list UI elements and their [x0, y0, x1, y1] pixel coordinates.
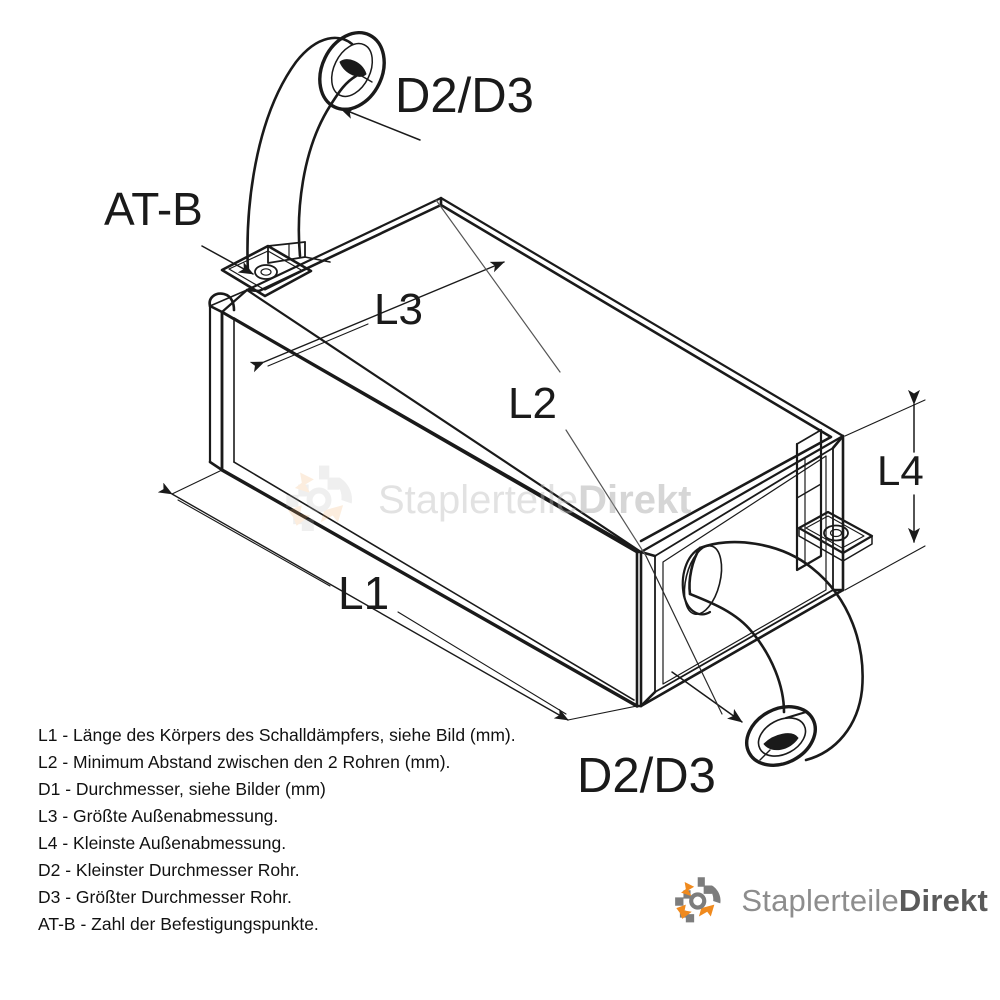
- label-at-b: AT-B: [104, 183, 203, 235]
- brand-name-light: Staplerteile: [741, 883, 899, 918]
- label-l4: L4: [877, 447, 924, 494]
- legend-line-at-b: AT-B - Zahl der Befestigungspunkte.: [38, 914, 319, 934]
- legend-line-l2: L2 - Minimum Abstand zwischen den 2 Rohr…: [38, 752, 451, 772]
- label-l1: L1: [338, 567, 390, 619]
- gear-arrows-icon: [675, 877, 721, 923]
- label-d2d3-top: D2/D3: [395, 69, 534, 123]
- label-l2: L2: [508, 379, 557, 428]
- legend-line-d1: D1 - Durchmesser, siehe Bilder (mm): [38, 779, 326, 799]
- mount-bracket-left: [220, 241, 331, 298]
- legend-line-l1: L1 - Länge des Körpers des Schalldämpfer…: [38, 725, 516, 745]
- dimension-l4: [844, 389, 926, 591]
- leader-l2: [435, 199, 723, 715]
- legend: L1 - Länge des Körpers des Schalldämpfer…: [38, 722, 598, 938]
- label-l3: L3: [374, 285, 423, 334]
- inlet-pipe: [246, 31, 386, 274]
- legend-line-l4: L4 - Kleinste Außenabmessung.: [38, 833, 287, 853]
- legend-line-d3: D3 - Größter Durchmesser Rohr.: [38, 887, 292, 907]
- outlet-pipe: [681, 540, 864, 767]
- mount-bracket-right: [795, 428, 874, 572]
- brand-logo: StaplerteileDirekt: [668, 862, 988, 940]
- brand-name: StaplerteileDirekt: [741, 883, 988, 919]
- legend-line-l3: L3 - Größte Außenabmessung.: [38, 806, 279, 826]
- legend-line-d2: D2 - Kleinster Durchmesser Rohr.: [38, 860, 300, 880]
- dimension-l3: [249, 261, 505, 373]
- brand-name-bold: Direkt: [898, 883, 988, 918]
- label-d2d3-bottom: D2/D3: [577, 749, 716, 803]
- dimension-l1: [157, 469, 638, 721]
